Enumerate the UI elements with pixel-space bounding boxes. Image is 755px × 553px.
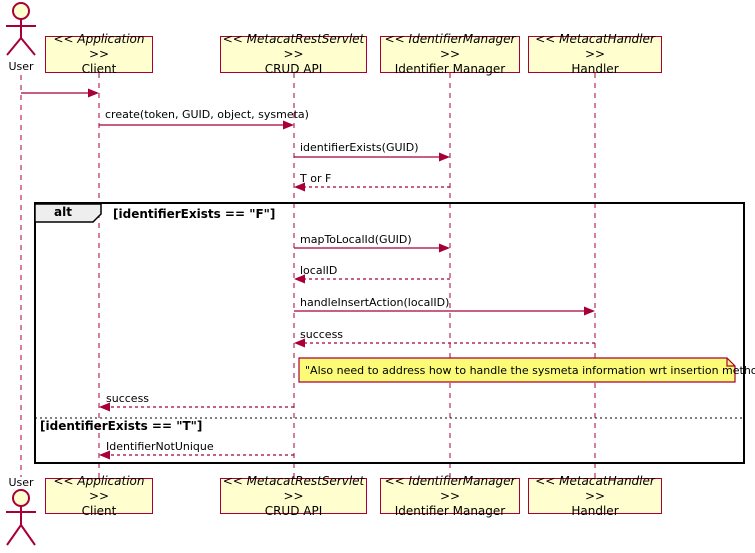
participant-client-stereotype-bottom: << Application >> bbox=[53, 473, 145, 503]
participant-client-name: Client bbox=[81, 62, 117, 76]
message-label-identifier-not-unique: IdentifierNotUnique bbox=[106, 440, 214, 453]
participant-identifier-manager-name-bottom: Identifier Manager bbox=[394, 503, 506, 518]
participant-client-top: << Application >> Client bbox=[45, 32, 153, 76]
participant-handler-stereotype-bottom: << MetacatHandler >> bbox=[535, 473, 655, 503]
message-label-t-or-f: T or F bbox=[300, 172, 332, 185]
participant-crud-api-stereotype-bottom: << MetacatRestServlet >> bbox=[222, 473, 365, 503]
guard-true-label: [identifierExists == "T"] bbox=[40, 419, 203, 433]
message-label-handle-insert-action: handleInsertAction(localID) bbox=[300, 296, 450, 309]
message-label-identifier-exists: identifierExists(GUID) bbox=[300, 141, 419, 154]
participant-handler-top: << MetacatHandler >> Handler bbox=[528, 32, 662, 76]
participant-identifier-manager-name: Identifier Manager bbox=[394, 62, 506, 76]
note-text: "Also need to address how to handle the … bbox=[305, 364, 755, 377]
alt-operator-label: alt bbox=[54, 205, 72, 219]
participant-crud-api-name: CRUD API bbox=[264, 62, 323, 76]
participant-crud-api-stereotype: << MetacatRestServlet >> bbox=[222, 32, 365, 61]
lifelines bbox=[20, 73, 596, 478]
message-label-create: create(token, GUID, object, sysmeta) bbox=[105, 108, 309, 121]
message-label-success-handler: success bbox=[300, 328, 344, 341]
participant-identifier-manager-bottom: << IdentifierManager >> Identifier Manag… bbox=[380, 474, 520, 518]
participant-client-bottom: << Application >> Client bbox=[45, 474, 153, 518]
participant-handler-stereotype: << MetacatHandler >> bbox=[535, 32, 655, 61]
note-shape bbox=[298, 357, 736, 383]
participant-crud-api-name-bottom: CRUD API bbox=[264, 503, 323, 518]
alt-frame bbox=[34, 202, 745, 464]
participant-identifier-manager-stereotype-bottom: << IdentifierManager >> bbox=[384, 473, 516, 503]
participant-client-stereotype: << Application >> bbox=[53, 32, 145, 61]
user-actor-bottom-figure bbox=[6, 489, 36, 546]
message-label-success-client: success bbox=[106, 392, 150, 405]
participant-handler-name: Handler bbox=[571, 62, 619, 76]
participant-identifier-manager-stereotype: << IdentifierManager >> bbox=[384, 32, 516, 61]
participant-client-name-bottom: Client bbox=[81, 503, 117, 518]
actor-label-user-top: User bbox=[8, 60, 34, 73]
message-label-map-to-local-id: mapToLocalId(GUID) bbox=[300, 233, 412, 246]
user-actor-top-figure bbox=[6, 2, 36, 56]
participant-handler-name-bottom: Handler bbox=[571, 503, 619, 518]
message-arrows bbox=[21, 88, 595, 460]
participant-handler-bottom: << MetacatHandler >> Handler bbox=[528, 474, 662, 518]
participant-crud-api-bottom: << MetacatRestServlet >> CRUD API bbox=[220, 474, 367, 518]
guard-false-label: [identifierExists == "F"] bbox=[113, 207, 276, 221]
actor-label-user-bottom: User bbox=[8, 476, 34, 489]
alt-operator-tab bbox=[34, 203, 102, 223]
participant-crud-api-top: << MetacatRestServlet >> CRUD API bbox=[220, 32, 367, 76]
message-label-local-id: localID bbox=[300, 264, 338, 277]
participant-identifier-manager-top: << IdentifierManager >> Identifier Manag… bbox=[380, 32, 520, 76]
